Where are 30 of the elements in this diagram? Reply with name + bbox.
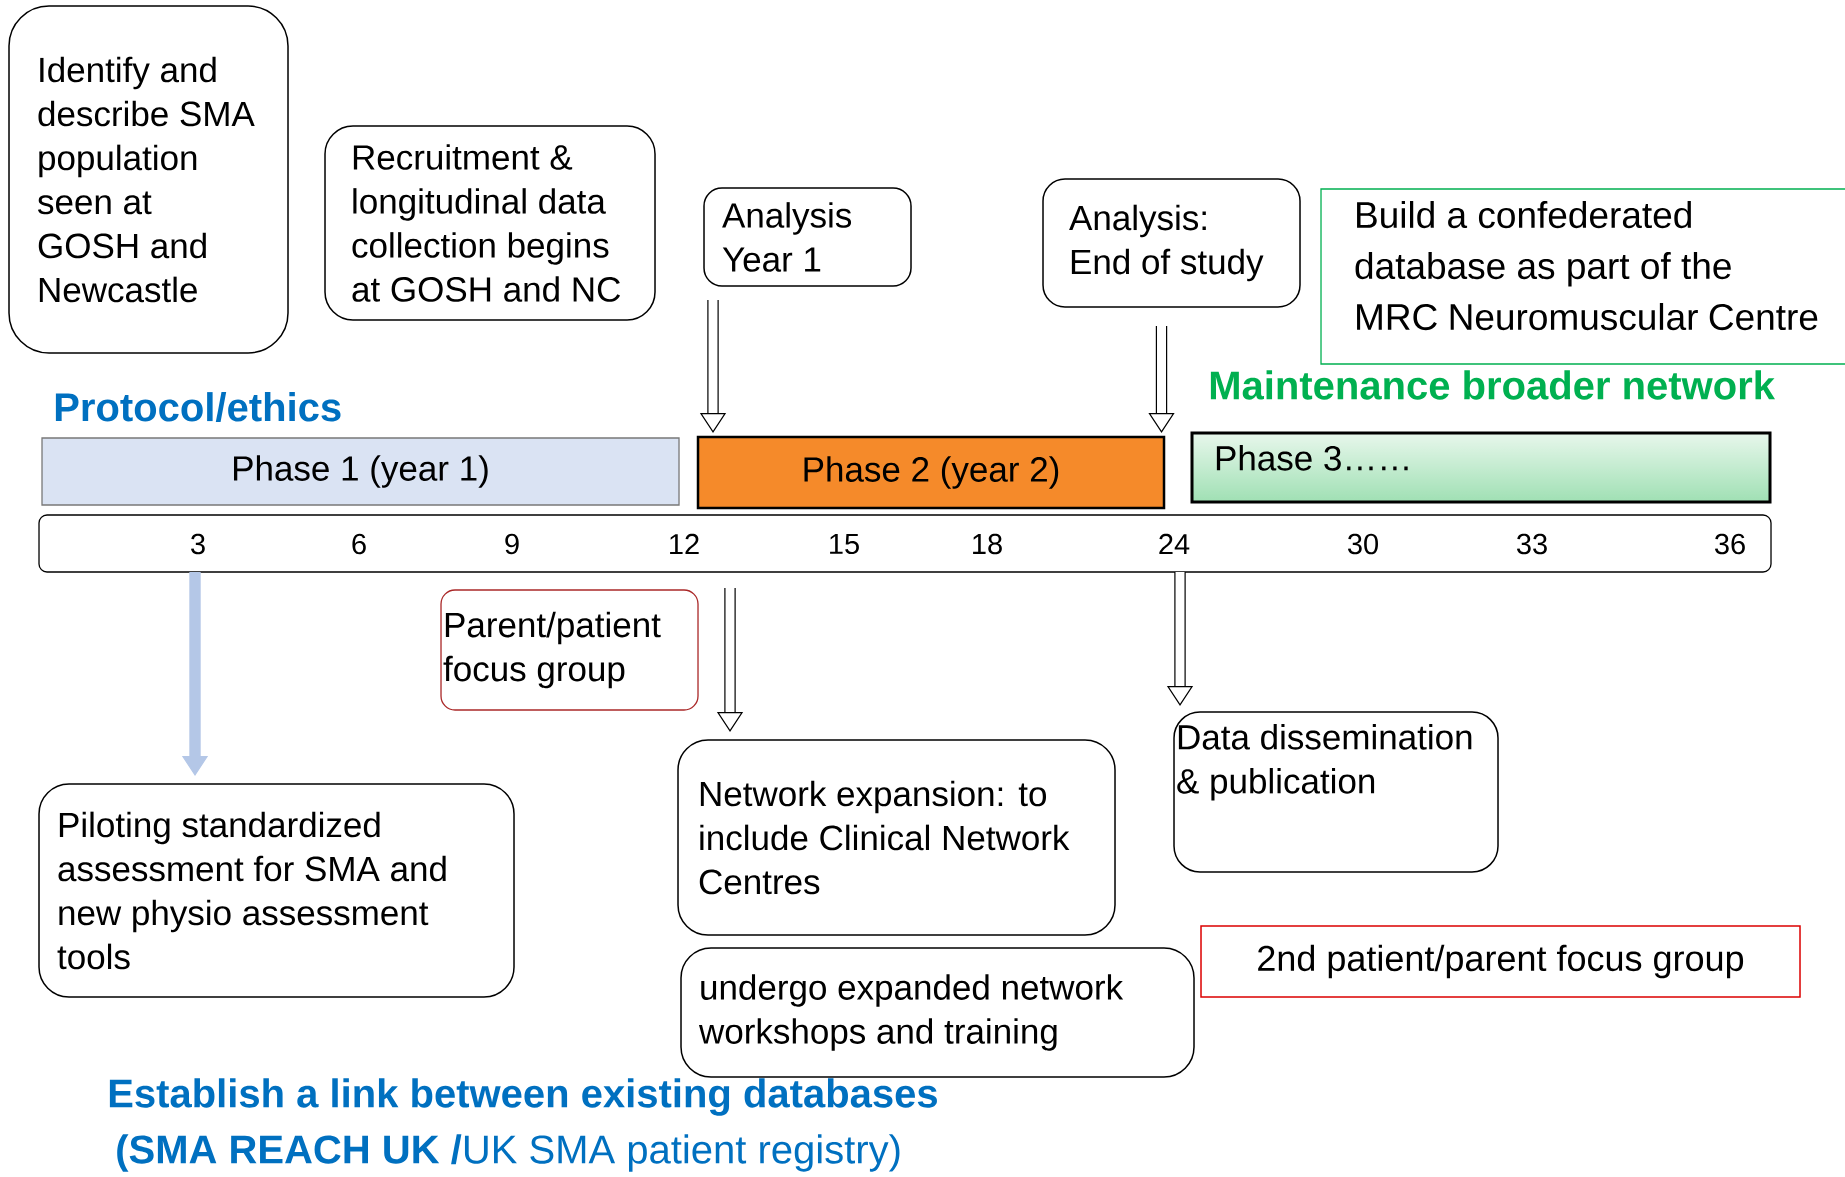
rounded-box: undergo expanded network workshops and training	[680, 947, 1195, 1078]
text-box: Build a confederated database as part of the MRC Neuromuscular Centre	[1320, 188, 1845, 365]
rounded-box: Recruitment & longitudinal data collection begins at GOSH and NC	[324, 125, 656, 321]
rounded-box: Analysis: End of study	[1042, 178, 1301, 308]
tick-label: 24	[1159, 533, 1190, 555]
phase-bar: Phase 1 (year 1)	[41, 437, 680, 506]
rounded-box: Network expansion: to include Clinical Network Centres	[677, 739, 1116, 936]
tick-label: 33	[1517, 533, 1547, 555]
tick-label: 18	[973, 533, 1002, 555]
tick-label: 3	[191, 533, 205, 555]
tick-label: 15	[830, 533, 859, 555]
tick-label: 30	[1348, 533, 1378, 555]
rounded-box: Piloting standardized assessment for SMA and new physio assessment tools	[38, 783, 515, 998]
heading: Protocol/ethics	[55, 392, 341, 422]
tick-label: 6	[352, 533, 366, 555]
rounded-box: Parent/patient focus group	[440, 589, 699, 711]
rounded-box: Analysis Year 1	[703, 187, 912, 287]
heading: Maintenance broader network	[1210, 370, 1775, 400]
text-box: 2nd patient/parent focus group	[1200, 925, 1801, 998]
phase-bar: Phase 3……	[1190, 431, 1772, 504]
tick-label: 9	[505, 533, 519, 555]
heading: (SMA REACH UK /UK SMA patient registry)	[117, 1134, 900, 1172]
phase-bar: Phase 2 (year 2)	[696, 435, 1166, 510]
timeline-bar	[38, 514, 1772, 573]
rounded-box: Data dissemination & publication	[1173, 711, 1499, 873]
heading: Establish a link between existing databases	[109, 1078, 937, 1116]
rounded-box: Identify and describe SMA population seen at GOSH and Newcastle	[8, 5, 289, 354]
tick-label: 36	[1715, 533, 1745, 555]
tick-label: 12	[670, 533, 699, 555]
block-arrow	[1148, 326, 1175, 433]
